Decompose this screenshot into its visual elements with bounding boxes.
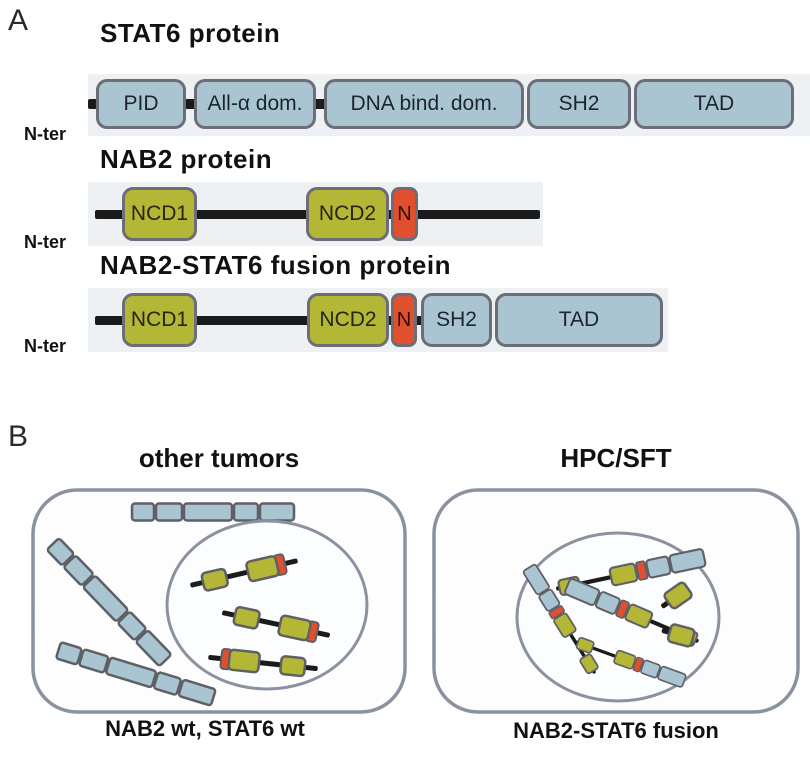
stat6-backbone-stub-1	[184, 99, 196, 109]
stat6-row-title: STAT6 protein	[100, 18, 281, 48]
fusion-domain-label-ncd2: NCD2	[319, 308, 377, 331]
stat6-rod-horizontal	[130, 502, 296, 522]
domain-label-dna-binding: DNA bind. dom.	[350, 92, 498, 115]
fusion-domain-box-ncd1: NCD1	[122, 293, 197, 347]
domain-label-n: N	[397, 202, 412, 225]
domain-box-sh2: SH2	[527, 79, 631, 129]
panel-a-label: A	[8, 4, 29, 37]
nab2-row-title: NAB2 protein	[100, 144, 273, 174]
domain-box-ncd1: NCD1	[122, 187, 197, 241]
fusion-domain-label-sh2: SH2	[436, 308, 477, 331]
hpc-sft-caption: NAB2-STAT6 fusion	[513, 718, 719, 743]
fusion-domain-box-tad: TAD	[495, 293, 663, 347]
domain-label-tad: TAD	[693, 92, 735, 115]
fusion-domain-label-tad: TAD	[558, 308, 600, 331]
domain-box-pid: PID	[96, 79, 186, 129]
fusion-backbone-line	[95, 316, 425, 325]
domain-box-all-alpha: All-α dom.	[194, 79, 316, 129]
fusion-nter-label: N-ter	[24, 336, 67, 356]
other-tumors-title: other tumors	[138, 443, 300, 473]
domain-label-all-alpha: All-α dom.	[207, 92, 303, 115]
fusion-domain-label-n: N	[396, 308, 412, 331]
nab2-nter-label: N-ter	[24, 232, 67, 252]
other-tumors-caption: NAB2 wt, STAT6 wt	[105, 716, 305, 741]
domain-label-ncd1: NCD1	[130, 202, 189, 225]
domain-label-ncd2: NCD2	[318, 202, 377, 225]
fusion-domain-box-ncd2: NCD2	[307, 293, 389, 347]
fusion-domain-label-ncd1: NCD1	[130, 308, 189, 331]
fusion-domain-box-sh2: SH2	[421, 293, 492, 347]
domain-box-dna-binding: DNA bind. dom.	[324, 79, 524, 129]
stat6-nter-label: N-ter	[24, 124, 67, 144]
domain-label-sh2: SH2	[558, 92, 600, 115]
fusion-row-title: NAB2-STAT6 fusion protein	[100, 250, 451, 280]
nucleus	[165, 519, 369, 691]
stat6-backbone-stub-2	[314, 99, 326, 109]
fusion-domain-box-n: N	[391, 293, 417, 347]
panel-b-label: B	[8, 420, 29, 453]
hpc-sft-cell-diagram	[432, 488, 800, 714]
stat6-backbone-stub-left	[88, 99, 98, 109]
other-tumors-cell-diagram	[31, 488, 407, 714]
hpc-sft-title: HPC/SFT	[560, 443, 672, 473]
domain-box-n: N	[391, 187, 418, 241]
domain-box-ncd2: NCD2	[306, 187, 389, 241]
domain-box-tad: TAD	[634, 79, 794, 129]
domain-label-pid: PID	[123, 92, 159, 115]
